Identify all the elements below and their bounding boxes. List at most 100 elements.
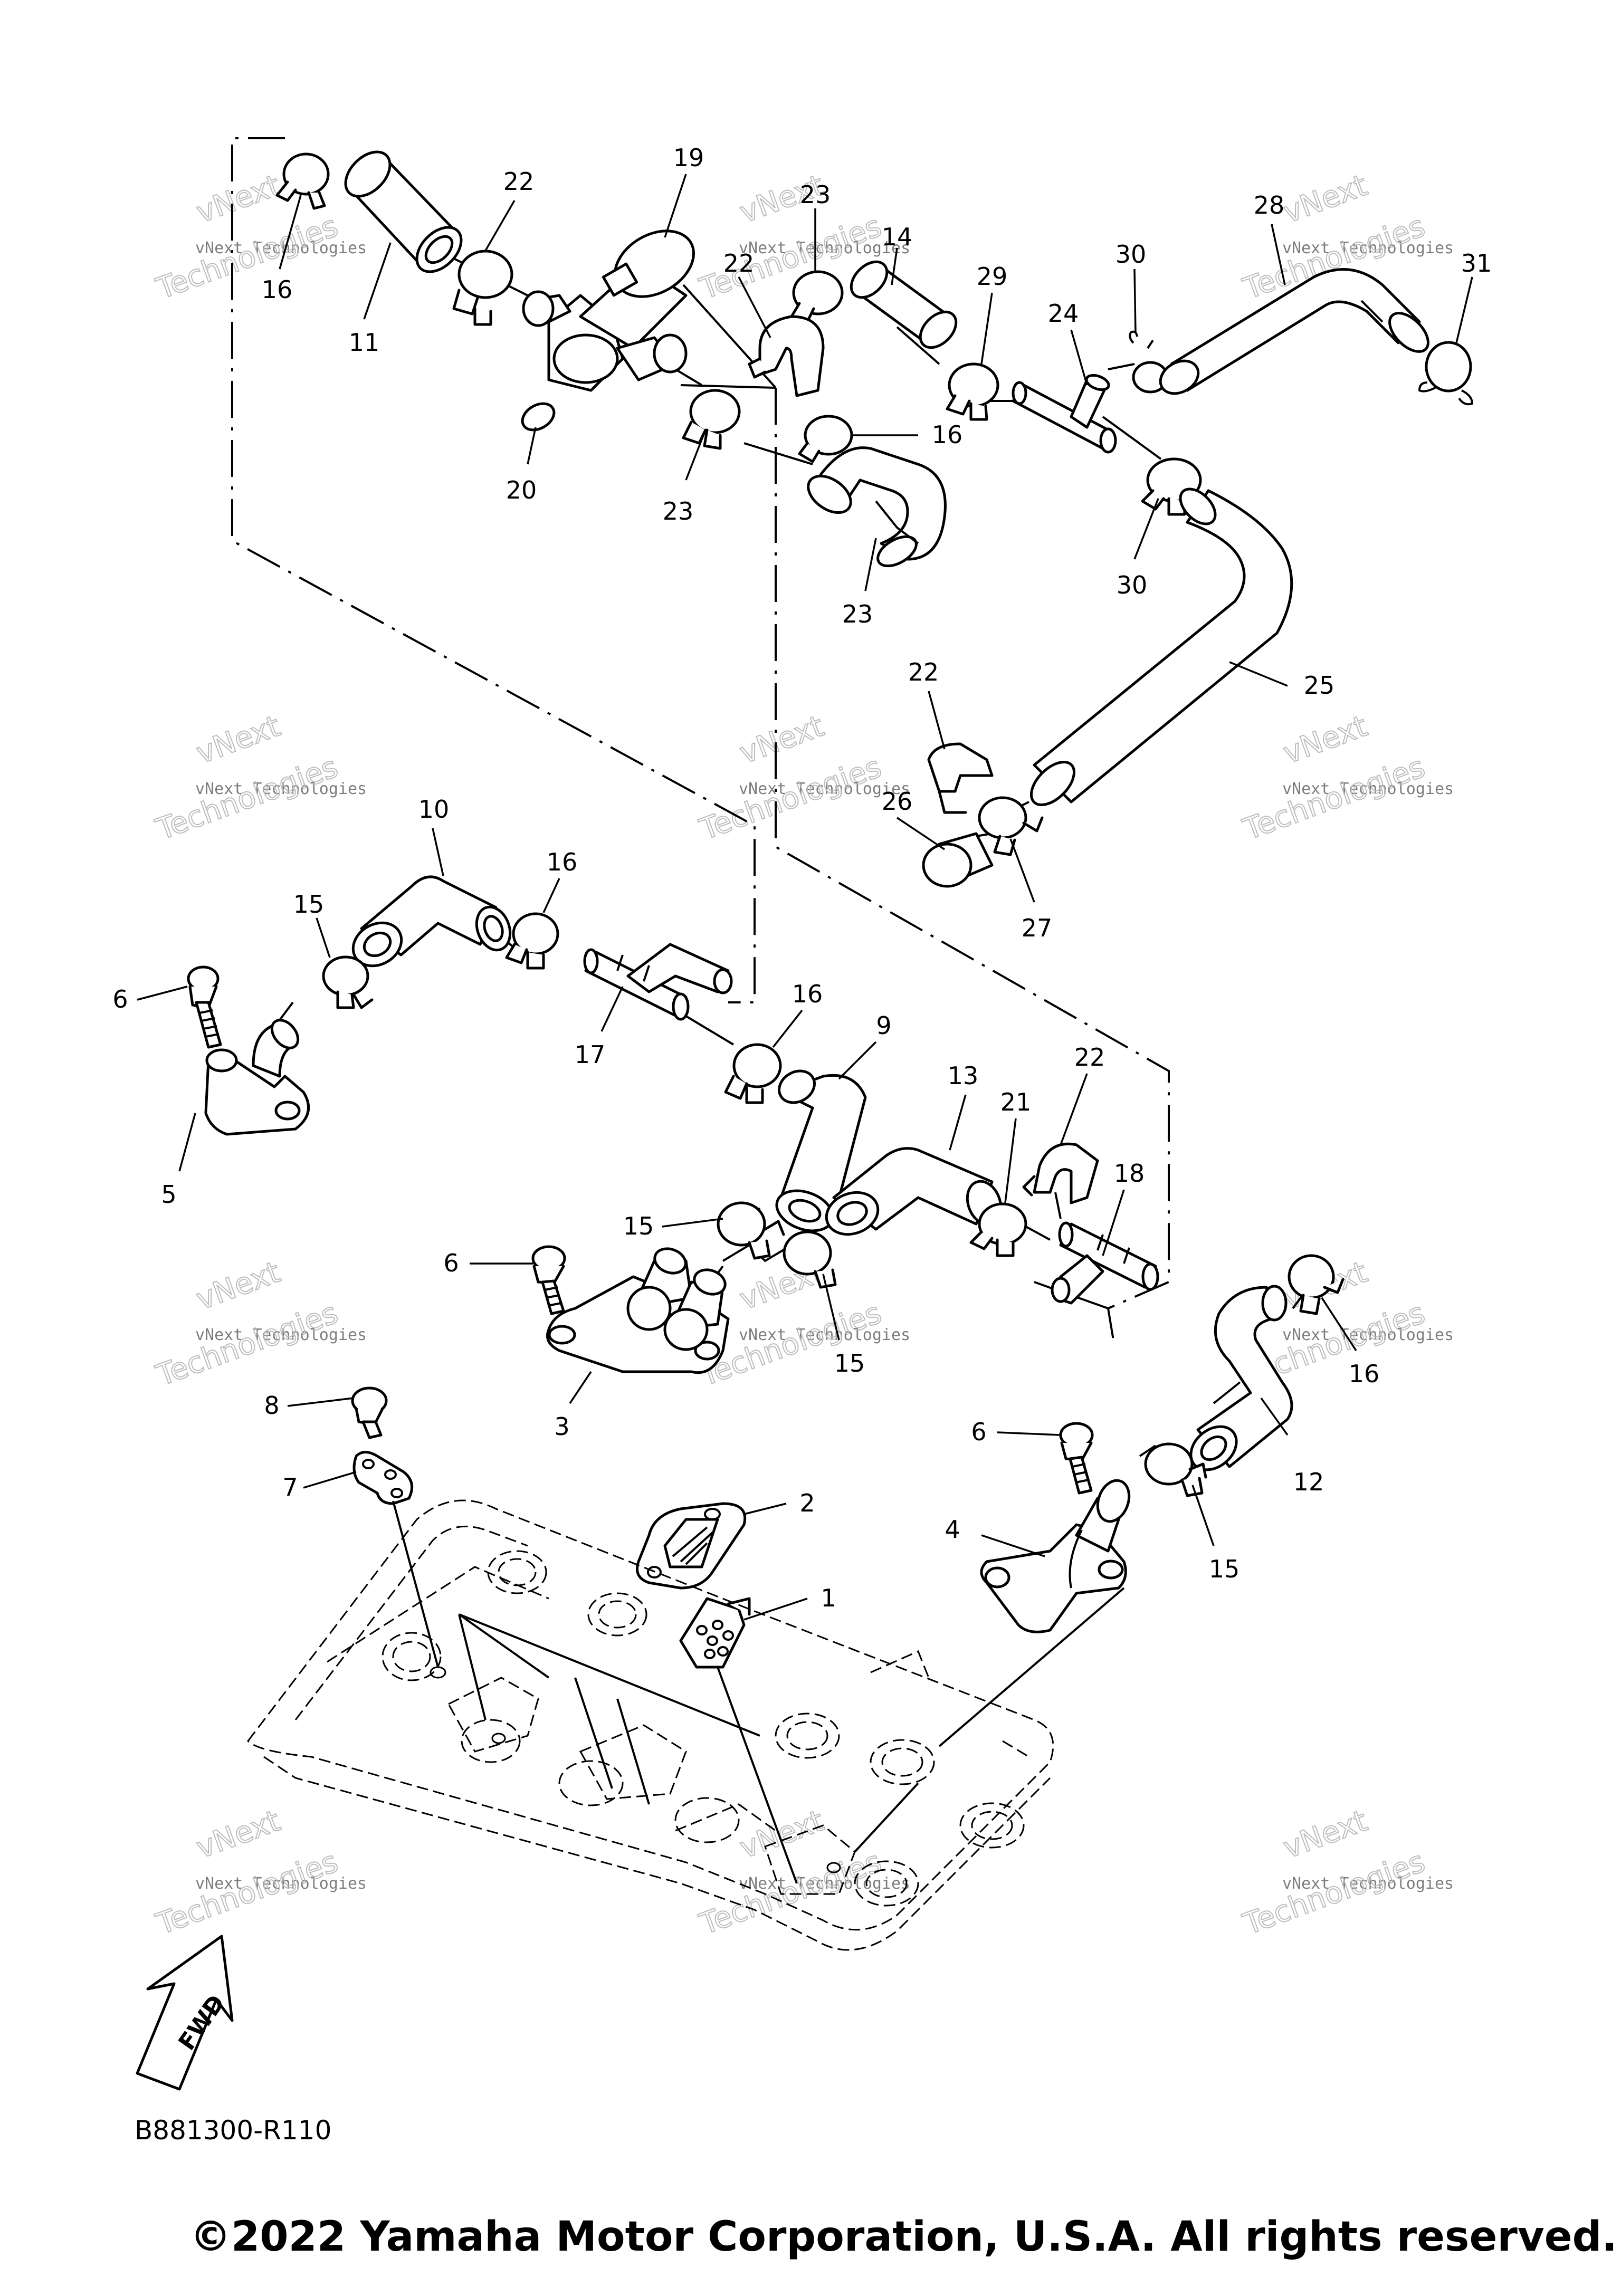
- joint-25[interactable]: [1012, 372, 1117, 454]
- hose-clamp[interactable]: [1288, 1254, 1345, 1315]
- cover-4[interactable]: [980, 1476, 1134, 1633]
- svg-text:vNext Technologies: vNext Technologies: [739, 239, 910, 257]
- svg-text:vNext Technologies: vNext Technologies: [195, 1874, 367, 1893]
- cylinder-head-ghost: [247, 1499, 1054, 1951]
- callout-22: 22: [908, 658, 939, 686]
- watermark: vNext Technologies vNext Technologies: [695, 709, 911, 848]
- hose-clamp[interactable]: [682, 389, 741, 450]
- clip-31[interactable]: [1129, 330, 1154, 349]
- callout-15: 15: [834, 1349, 865, 1377]
- hose-14[interactable]: [844, 255, 962, 354]
- callout-11: 11: [349, 328, 380, 357]
- svg-text:vNext Technologies: vNext Technologies: [1282, 1326, 1454, 1344]
- svg-text:Technologies: Technologies: [1239, 750, 1429, 847]
- hose-11[interactable]: [337, 144, 470, 280]
- hose-clamp[interactable]: [790, 270, 844, 323]
- callout-28: 27: [1022, 914, 1053, 942]
- hose-clamp[interactable]: [783, 1230, 837, 1289]
- hose-clamp[interactable]: [452, 250, 513, 326]
- callout-23: 22: [503, 167, 535, 196]
- callout-27: 26: [882, 787, 913, 816]
- hose-clamp[interactable]: [717, 1201, 785, 1260]
- head-leader-lines: [392, 1500, 1125, 1884]
- cap-32[interactable]: [1418, 341, 1474, 406]
- cover-3[interactable]: [546, 1245, 730, 1374]
- bracket-7[interactable]: [352, 1451, 414, 1505]
- callout-13: 13: [948, 1061, 979, 1090]
- hose-12[interactable]: [1183, 1285, 1293, 1479]
- hose-clamp[interactable]: [969, 1202, 1027, 1257]
- svg-text:vNext: vNext: [1279, 168, 1372, 230]
- callout-5: 5: [161, 1180, 176, 1209]
- gasket-2[interactable]: [636, 1502, 746, 1590]
- svg-text:Technologies: Technologies: [152, 750, 342, 847]
- joint-17[interactable]: [583, 943, 733, 1021]
- svg-text:Technologies: Technologies: [695, 750, 886, 847]
- hose-9[interactable]: [771, 1065, 867, 1238]
- reed-plate-1[interactable]: [679, 1597, 751, 1669]
- callout-26: 25: [1304, 671, 1335, 700]
- hose-clamp[interactable]: [1144, 1442, 1207, 1497]
- air-induction-valve[interactable]: [522, 217, 705, 392]
- assembly-guide-lines: [231, 137, 1170, 1341]
- callout-22: 22: [1074, 1043, 1105, 1072]
- svg-text:Technologies: Technologies: [1239, 1844, 1429, 1941]
- hose-bracket[interactable]: [748, 315, 825, 397]
- hose-13[interactable]: [821, 1147, 1007, 1241]
- hose-24[interactable]: [802, 446, 947, 572]
- cover-5[interactable]: [204, 1015, 310, 1136]
- callout-30: 30: [1117, 571, 1148, 599]
- watermark: vNext Technologies vNext Technologies: [695, 1803, 911, 1943]
- svg-text:Technologies: Technologies: [152, 1296, 342, 1393]
- hose-clamp[interactable]: [978, 796, 1044, 856]
- callout-2: 2: [799, 1489, 815, 1517]
- hose-clamp[interactable]: [798, 415, 853, 463]
- cap-27[interactable]: [922, 832, 994, 888]
- callout-6: 6: [971, 1418, 986, 1446]
- joint-18[interactable]: [1051, 1221, 1159, 1305]
- hose-clamp[interactable]: [724, 1043, 782, 1104]
- callout-6: 6: [112, 985, 128, 1013]
- watermark: vNext Technologies vNext Technologies: [151, 1255, 367, 1394]
- hose-clamp[interactable]: [322, 955, 374, 1009]
- hose-10[interactable]: [345, 875, 516, 974]
- callout-1: 1: [821, 1584, 836, 1612]
- bolt[interactable]: [187, 965, 222, 1049]
- bolt[interactable]: [1059, 1422, 1094, 1495]
- callout-15: 15: [623, 1212, 654, 1240]
- copyright-notice: ©2022 Yamaha Motor Corporation, U.S.A. A…: [190, 2213, 1618, 2261]
- hose-bracket[interactable]: [927, 742, 994, 814]
- svg-text:vNext Technologies: vNext Technologies: [1282, 1874, 1454, 1893]
- svg-text:vNext: vNext: [736, 1804, 828, 1866]
- svg-text:vNext: vNext: [192, 1255, 285, 1317]
- callout-15: 15: [1209, 1555, 1240, 1583]
- guide-line: [775, 388, 1170, 1341]
- watermark: vNext Technologies vNext Technologies: [151, 709, 367, 848]
- svg-text:vNext: vNext: [736, 709, 828, 771]
- callout-16: 16: [262, 275, 293, 304]
- svg-text:vNext Technologies: vNext Technologies: [739, 1874, 910, 1893]
- o-ring[interactable]: [518, 398, 558, 435]
- hose-clamp[interactable]: [275, 152, 330, 210]
- callout-30: 29: [977, 262, 1008, 291]
- callout-14: 14: [882, 223, 913, 251]
- diagram-code: B881300-R110: [135, 2115, 331, 2146]
- callout-3: 3: [554, 1412, 569, 1441]
- svg-text:vNext Technologies: vNext Technologies: [195, 1326, 367, 1344]
- middle-left-assembly: [187, 875, 1159, 1374]
- svg-text:vNext: vNext: [192, 168, 285, 230]
- callout-18: 18: [1114, 1159, 1145, 1188]
- bolt[interactable]: [531, 1245, 566, 1315]
- callout-4: 4: [945, 1515, 960, 1544]
- bolt[interactable]: [351, 1386, 388, 1439]
- hose-bracket[interactable]: [1022, 1142, 1099, 1204]
- callouts: 1 2 3 4 5 6 6 6 7 8 9 10 11: [112, 144, 1492, 1621]
- hose-29[interactable]: [1155, 268, 1435, 400]
- svg-text:Technologies: Technologies: [152, 1844, 342, 1941]
- callout-29: 28: [1254, 191, 1285, 219]
- watermark: vNext Technologies vNext Technologies: [151, 168, 367, 307]
- hose-clamp[interactable]: [505, 912, 559, 970]
- hose-clamp[interactable]: [946, 362, 999, 421]
- hose-26[interactable]: [1024, 483, 1293, 812]
- callout-23: 23: [663, 497, 694, 525]
